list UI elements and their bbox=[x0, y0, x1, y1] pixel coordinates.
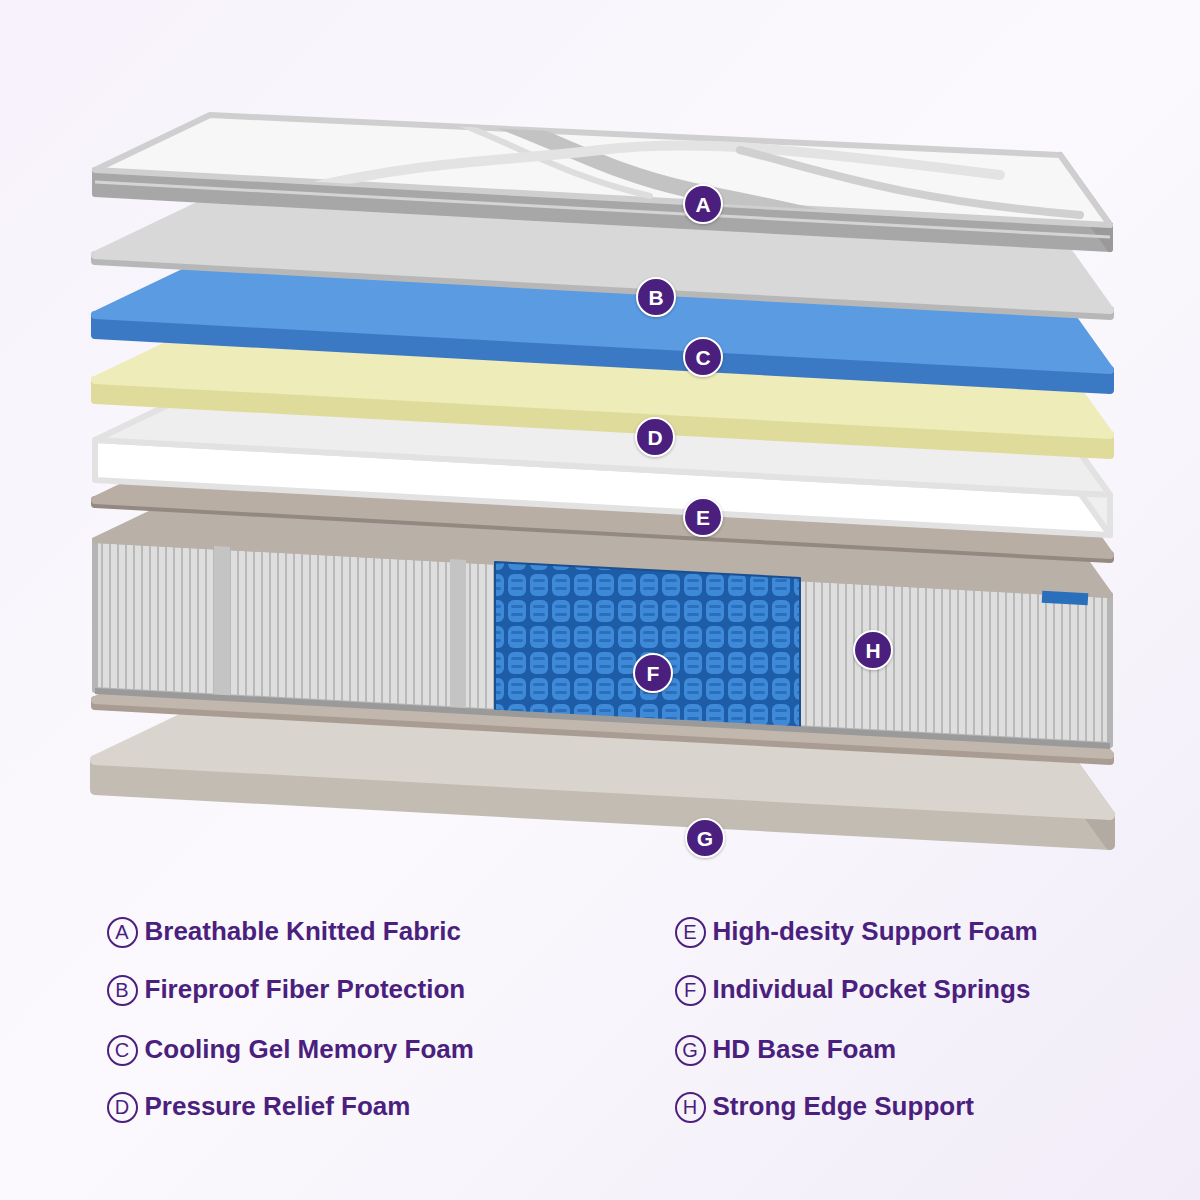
callout-letter: G bbox=[682, 1040, 698, 1060]
legend-row: G HD Base Foam bbox=[675, 1034, 897, 1065]
part-name: Breathable Knitted Fabric bbox=[145, 916, 461, 947]
callout-circle: C bbox=[683, 337, 723, 377]
legend-row: E High-desity Support Foam bbox=[675, 916, 1038, 947]
legend-row: D Pressure Relief Foam bbox=[107, 1091, 411, 1122]
callout-letter: H bbox=[683, 1097, 697, 1117]
part-name: High-desity Support Foam bbox=[713, 916, 1038, 947]
callout-letter: B bbox=[648, 287, 663, 308]
legend-circle: B bbox=[107, 975, 138, 1006]
legend-circle: A bbox=[107, 917, 138, 948]
legend-row: F Individual Pocket Springs bbox=[675, 974, 1031, 1005]
callout-circle: F bbox=[633, 653, 673, 693]
callout-circle: B bbox=[636, 277, 676, 317]
callout-letter: E bbox=[683, 922, 696, 942]
part-name: Strong Edge Support bbox=[713, 1091, 974, 1122]
callout-circle: A bbox=[683, 184, 723, 224]
legend-circle: E bbox=[675, 917, 706, 948]
legend-row: A Breathable Knitted Fabric bbox=[107, 916, 461, 947]
legend-circle: F bbox=[675, 975, 706, 1006]
callout-letter: G bbox=[697, 828, 713, 849]
part-name: Individual Pocket Springs bbox=[713, 974, 1031, 1005]
legend-circle: C bbox=[107, 1035, 138, 1066]
layers bbox=[95, 110, 1110, 845]
callout-letter: E bbox=[696, 507, 710, 528]
callout-letter: F bbox=[647, 663, 660, 684]
legend-circle: H bbox=[675, 1092, 706, 1123]
legend-row: H Strong Edge Support bbox=[675, 1091, 974, 1122]
callout-letter: D bbox=[115, 1097, 129, 1117]
callout-letter: A bbox=[695, 194, 710, 215]
legend-circle: G bbox=[675, 1035, 706, 1066]
callout-letter: A bbox=[115, 922, 128, 942]
legend-row: C Cooling Gel Memory Foam bbox=[107, 1034, 474, 1065]
callout-circle: D bbox=[635, 417, 675, 457]
callout-letter: C bbox=[695, 347, 710, 368]
part-name: Pressure Relief Foam bbox=[145, 1091, 411, 1122]
part-name: Fireproof Fiber Protection bbox=[145, 974, 466, 1005]
callout-letter: C bbox=[115, 1040, 129, 1060]
callout-letter: D bbox=[647, 427, 662, 448]
legend-row: B Fireproof Fiber Protection bbox=[107, 974, 466, 1005]
callout-letter: B bbox=[115, 980, 128, 1000]
callout-circle: E bbox=[683, 497, 723, 537]
legend-circle: D bbox=[107, 1092, 138, 1123]
part-name: HD Base Foam bbox=[713, 1034, 897, 1065]
callout-circle: H bbox=[853, 630, 893, 670]
part-name: Cooling Gel Memory Foam bbox=[145, 1034, 474, 1065]
callout-letter: H bbox=[865, 640, 880, 661]
callout-circle: G bbox=[685, 818, 725, 858]
callout-letter: F bbox=[684, 980, 696, 1000]
